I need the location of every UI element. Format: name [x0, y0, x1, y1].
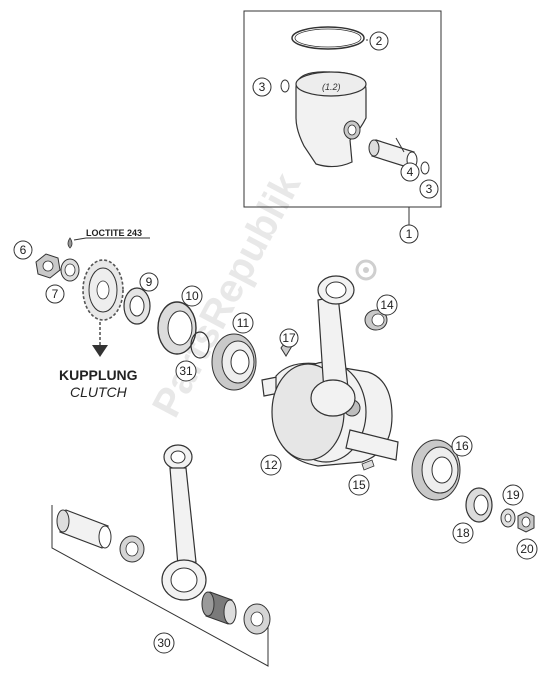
crankshaft-nut: [35, 253, 61, 279]
svg-text:1: 1: [406, 227, 413, 241]
piston-crown-mark: (1.2): [322, 82, 341, 92]
svg-text:2: 2: [376, 34, 383, 48]
callout-12: 12: [260, 454, 282, 476]
svg-text:11: 11: [237, 316, 250, 330]
callout-4: 4: [400, 162, 420, 182]
svg-text:14: 14: [380, 298, 394, 312]
small-end-needle-bearing: [364, 309, 388, 331]
crankshaft-connecting-rod: [310, 275, 356, 417]
svg-text:20: 20: [520, 542, 534, 556]
clutch-label: CLUTCH: [70, 384, 128, 400]
conrod-kit-rod: [161, 444, 207, 601]
svg-text:16: 16: [455, 439, 469, 453]
svg-text:10: 10: [185, 289, 199, 303]
callout-15: 15: [348, 474, 370, 496]
callout-18: 18: [452, 522, 474, 544]
svg-text:4: 4: [407, 165, 414, 179]
callout-9: 9: [139, 272, 159, 292]
svg-text:3: 3: [426, 182, 433, 196]
callout-16: 16: [451, 435, 473, 457]
callout-7: 7: [45, 284, 65, 304]
piston-group-box: [243, 10, 442, 225]
svg-text:15: 15: [352, 478, 366, 492]
callout-1: 1: [399, 224, 419, 244]
shaft-seal: [157, 301, 197, 355]
conrod-kit-thrust-washer-left: [119, 535, 145, 563]
o-ring: [190, 331, 210, 359]
lock-washer: [60, 258, 80, 282]
svg-text:7: 7: [52, 287, 59, 301]
washer-right: [500, 508, 516, 528]
callout-3-right: 3: [419, 179, 439, 199]
svg-text:6: 6: [20, 243, 27, 257]
svg-text:12: 12: [264, 458, 278, 472]
loctite-note: LOCTITE 243: [86, 228, 142, 238]
svg-text:18: 18: [456, 526, 470, 540]
callout-2: 2: [369, 31, 389, 51]
callout-31: 31: [175, 360, 197, 382]
callout-30: 30: [153, 632, 175, 654]
callout-19: 19: [502, 484, 524, 506]
callout-17: 17: [279, 328, 299, 348]
conrod-kit-thrust-washer-right: [243, 603, 271, 635]
kupplung-label: KUPPLUNG: [59, 367, 138, 383]
nut-right: [517, 511, 535, 533]
clutch-direction-arrow-icon: [92, 322, 108, 357]
svg-text:19: 19: [506, 488, 520, 502]
callout-14: 14: [376, 294, 398, 316]
leader-lines: [366, 39, 405, 153]
callout-11: 11: [232, 312, 254, 334]
svg-text:30: 30: [157, 636, 171, 650]
piston-ring: [291, 26, 365, 50]
conrod-kit-needle-bearing: [201, 591, 237, 625]
shaft-seal-ring: [123, 287, 151, 325]
dowel-pin: [361, 459, 375, 471]
conrod-kit-outline: [51, 505, 269, 667]
main-bearing-left: [211, 333, 257, 391]
callout-6: 6: [13, 240, 33, 260]
primary-gear: [82, 259, 124, 321]
main-bearing-right: [411, 439, 461, 501]
svg-text:3: 3: [259, 80, 266, 94]
conrod-kit-pin: [56, 509, 112, 549]
callout-10: 10: [181, 285, 203, 307]
callout-3-left: 3: [252, 77, 272, 97]
piston: (1.2): [295, 71, 367, 168]
svg-text:9: 9: [146, 275, 153, 289]
circlip-right: [420, 161, 430, 175]
circlip-left: [280, 79, 290, 93]
svg-text:31: 31: [179, 364, 193, 378]
svg-text:17: 17: [282, 331, 296, 345]
callout-20: 20: [516, 538, 538, 560]
loctite-drop-icon: [67, 237, 73, 249]
gear-watermark-icon: [355, 259, 377, 281]
shaft-seal-right: [465, 487, 493, 523]
